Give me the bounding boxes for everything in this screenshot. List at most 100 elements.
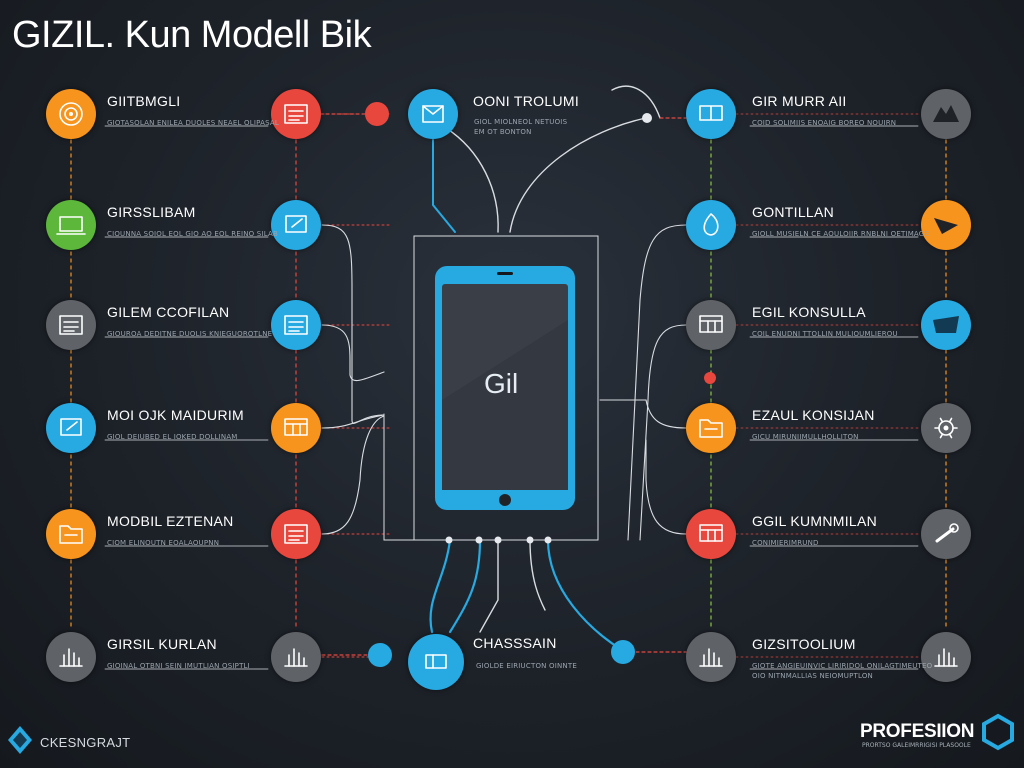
bottom-cable-white (479, 539, 499, 633)
list-icon (284, 524, 308, 544)
left-item-label: MODBIL EZTENAN (107, 513, 234, 529)
right-node-5 (921, 632, 971, 682)
bottom-cable-blue (429, 538, 452, 634)
right-node-2 (921, 300, 971, 350)
right-item-sub: GIOTE ANGIEUINVIC LIRIRIDOL ONILAGTIMEUT… (752, 662, 933, 670)
car-icon (425, 654, 447, 669)
right-item-label: GONTILLAN (752, 204, 835, 220)
phone-speaker (497, 272, 513, 275)
left-node-0 (46, 89, 96, 139)
bottom-cable-blue (546, 538, 624, 652)
left-item-sub: CIOM ELINOUTN EOALAOUPNN (107, 539, 220, 547)
right-link-node-5 (686, 632, 736, 682)
right-item-label: GIZSITOOLIUM (752, 636, 856, 652)
bottom-plug (494, 536, 502, 544)
bottom-cable-blue (448, 538, 482, 634)
right-link-node-0 (686, 89, 736, 139)
right-bundle-curve (627, 224, 687, 541)
bottom-connector-dot-blue-right (611, 640, 635, 664)
diamond-logo-inner (13, 732, 27, 748)
right-item-sub: COID SOLIMIIS ENOAIG BOREO NOUIRN (752, 119, 897, 127)
monitor-icon (284, 418, 308, 436)
city-icon (934, 648, 958, 667)
top-center-label: OONI TROLUMI (473, 93, 580, 109)
right-item-label: GIR MURR AII (752, 93, 847, 109)
right-node-4 (921, 509, 971, 559)
left-link-node-5 (271, 632, 321, 682)
right-node-3 (921, 403, 971, 453)
left-node-4 (46, 509, 96, 559)
right-item-label: GGIL KUMNMILAN (752, 513, 878, 529)
right-item-label: EZAUL KONSIJAN (752, 407, 875, 423)
pen-icon (60, 418, 82, 436)
left-link-node-0 (271, 89, 321, 139)
phone-home-button (499, 494, 511, 506)
right-link-node-3 (686, 403, 736, 453)
top-connector-dot-red (365, 102, 389, 126)
footer-brand-left: CKESNGRAJT (40, 735, 131, 750)
diagram-title: GIZIL. Kun Modell Bik (12, 14, 372, 56)
bottom-center-label: CHASSSAIN (473, 635, 557, 651)
top-cable-blue (432, 139, 456, 233)
mountain-icon (933, 105, 959, 122)
hexagon-logo-icon (982, 713, 1014, 751)
tablet-icon (285, 215, 307, 233)
top-cable-white (445, 127, 499, 233)
right-item-sub: CONIMIERIMRUND (752, 539, 819, 547)
bottom-plug (544, 536, 552, 544)
bottom-plug (475, 536, 483, 544)
chart-icon (59, 648, 83, 667)
right-bundle-curve (639, 324, 687, 541)
graph-icon (284, 648, 308, 667)
flame-icon (703, 213, 719, 236)
speaker-icon (59, 102, 83, 126)
top-center-sub2: EM OT BONTON (474, 128, 532, 136)
right-item-label: EGIL KONSULLA (752, 304, 866, 320)
right-bundle-curve (645, 439, 687, 535)
box-icon (422, 105, 444, 123)
left-link-node-4 (271, 509, 321, 559)
grid-icon (699, 524, 723, 542)
left-item-sub: CIOUNNA SOIOL EOL GIO AO EOL REINO SILAB (107, 230, 278, 238)
bottom-center-sub: GIOLDE EIRIUCTON OINNTE (476, 662, 577, 670)
left-node-1 (46, 200, 96, 250)
center-frame (383, 235, 599, 541)
left-item-label: MOI OJK MAIDURIM (107, 407, 245, 423)
calendar-icon (699, 315, 723, 333)
left-node-3 (46, 403, 96, 453)
bar-chart-icon (699, 648, 723, 667)
left-item-label: GILEM CCOFILAN (107, 304, 230, 320)
left-bundle-curve (321, 415, 385, 535)
left-link-node-1 (271, 200, 321, 250)
folder-icon (59, 525, 83, 544)
bottom-cable-white (529, 539, 546, 611)
right-connector-dot-red (704, 372, 716, 384)
arrow-icon (934, 218, 958, 234)
left-item-sub: GIOUROA DEDITNE DUOLIS KNIEGUOROTLNE (107, 330, 273, 338)
right-item-sub2: OIO NITNMALLIAS NEIOMUPTLON (752, 672, 873, 680)
left-item-label: GIRSIL KURLAN (107, 636, 217, 652)
left-link-node-3 (271, 403, 321, 453)
server-icon (59, 315, 83, 335)
footer-brand-right-tagline: PRORTSO GALEIMRRIGISI PLASOOLE (862, 742, 971, 749)
left-item-label: GIITBMGLI (107, 93, 181, 109)
wrench-icon (935, 523, 959, 543)
right-node-1 (921, 200, 971, 250)
left-bundle-curve (321, 414, 385, 429)
envelope-icon (933, 316, 959, 333)
left-item-label: GIRSSLIBAM (107, 204, 196, 220)
left-node-2 (46, 300, 96, 350)
right-node-0 (921, 89, 971, 139)
document-icon (284, 104, 308, 124)
laptop-icon (56, 216, 86, 235)
left-item-sub: GIOL DEIUBED EL IOKED DOLLINAM (107, 433, 238, 441)
left-item-sub: GIOINAL OTBNI SEIN IMUTLIAN OSIPTLI (107, 662, 250, 670)
clipboard-icon (699, 419, 723, 438)
left-bundle-curve (321, 324, 385, 382)
phone-screen-text: Gil (484, 368, 519, 399)
left-item-sub: GIOTASOLAN ENILEA DUOLES NEAEL OLIPASAL (107, 119, 279, 127)
bottom-center-node (408, 634, 464, 690)
left-node-5 (46, 632, 96, 682)
